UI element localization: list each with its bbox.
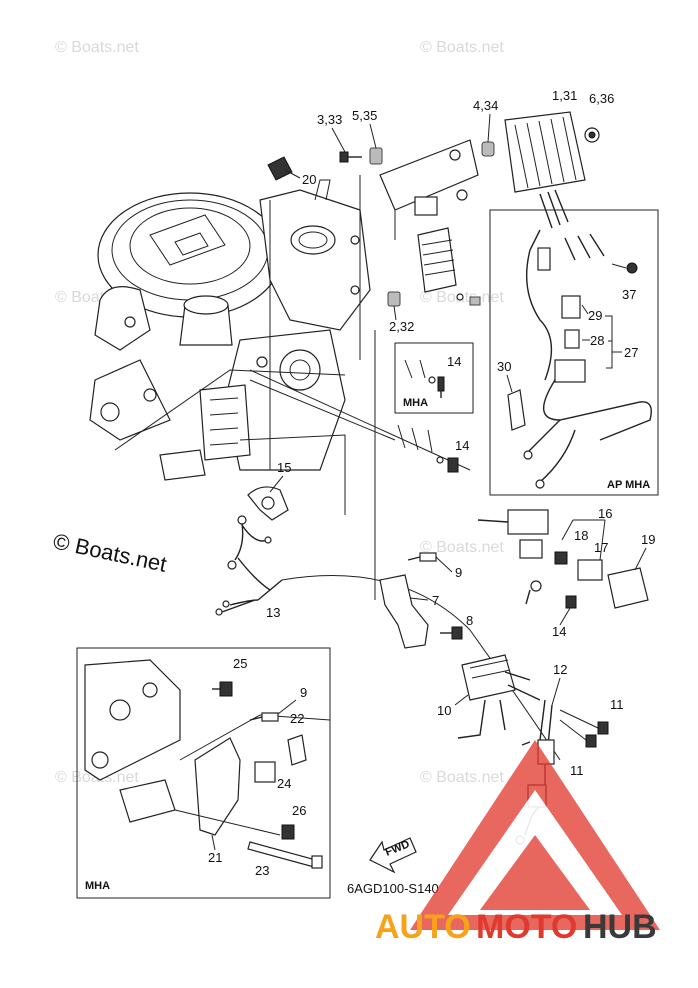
callout-11-a[interactable]: 11 xyxy=(610,697,624,712)
part-8-bolt xyxy=(440,626,463,640)
callout-12[interactable]: 12 xyxy=(553,662,567,677)
callout-28[interactable]: 28 xyxy=(590,333,604,348)
watermark-top-right: © Boats.net xyxy=(420,39,504,56)
rectifier-bracket xyxy=(379,139,481,306)
callout-2-32[interactable]: 2,32 xyxy=(389,319,414,334)
callout-30[interactable]: 30 xyxy=(497,359,511,374)
watermark-large: © Boats.net xyxy=(51,528,169,576)
callout-22[interactable]: 22 xyxy=(290,711,304,726)
part-26-bolt xyxy=(281,824,295,840)
watermark-top-left: © Boats.net xyxy=(55,39,139,56)
callout-8[interactable]: 8 xyxy=(466,613,473,628)
automotohub-logo xyxy=(410,740,660,930)
drawing-code: 6AGD100-S140 xyxy=(347,881,439,896)
callout-7[interactable]: 7 xyxy=(432,593,439,608)
callout-26[interactable]: 26 xyxy=(292,803,306,818)
part-9-connector xyxy=(407,552,437,562)
part-13-wire-harness xyxy=(215,515,561,761)
part-25-bolt xyxy=(212,681,233,697)
callout-18[interactable]: 18 xyxy=(574,528,588,543)
callout-13[interactable]: 13 xyxy=(266,605,280,620)
fwd-arrow-icon xyxy=(369,837,417,874)
mha-small-box xyxy=(394,342,474,414)
callout-27[interactable]: 27 xyxy=(624,345,638,360)
callout-11-b[interactable]: 11 xyxy=(570,763,584,778)
watermark-bottom-right: © Boats.net xyxy=(420,769,504,786)
callout-14-b[interactable]: 14 xyxy=(455,438,469,453)
callout-14-a[interactable]: 14 xyxy=(447,354,461,369)
part-3-bolt xyxy=(339,151,362,163)
callout-37[interactable]: 37 xyxy=(622,287,636,302)
callout-9-a[interactable]: 9 xyxy=(455,565,462,580)
mha-large-box xyxy=(76,647,331,899)
part-19-relay xyxy=(607,567,649,609)
part-22-clamp xyxy=(287,734,307,766)
part-11-bolts xyxy=(559,709,609,748)
part-23-cable-tie xyxy=(247,841,323,869)
callout-9-b[interactable]: 9 xyxy=(300,685,307,700)
mha-large-label: MHA xyxy=(85,880,110,892)
part-5-collar xyxy=(369,147,383,165)
callout-24[interactable]: 24 xyxy=(277,776,291,791)
callout-1-31[interactable]: 1,31 xyxy=(552,88,577,103)
part-2-collar xyxy=(387,291,401,307)
brand-moto: MOTO xyxy=(476,908,577,946)
callout-23[interactable]: 23 xyxy=(255,863,269,878)
mha-small-label: MHA xyxy=(403,397,428,409)
part-4-grommet xyxy=(481,141,495,157)
callout-25[interactable]: 25 xyxy=(233,656,247,671)
callout-10[interactable]: 10 xyxy=(437,703,451,718)
callout-15[interactable]: 15 xyxy=(277,460,291,475)
automotohub-wordmark: AUTO MOTO HUB xyxy=(375,908,657,946)
part-9-connector-b xyxy=(249,712,279,722)
callout-14-c[interactable]: 14 xyxy=(552,624,566,639)
ap-mha-box xyxy=(489,209,659,496)
callout-21[interactable]: 21 xyxy=(208,850,222,865)
brand-hub: HUB xyxy=(583,908,657,946)
callout-5-35[interactable]: 5,35 xyxy=(352,108,377,123)
part-14-bolt xyxy=(525,580,577,609)
part-1-rectifier-regulator xyxy=(504,111,586,229)
callout-19[interactable]: 19 xyxy=(641,532,655,547)
callout-16[interactable]: 16 xyxy=(598,506,612,521)
callout-17[interactable]: 17 xyxy=(594,540,608,555)
engine-block xyxy=(89,179,371,481)
callout-6-36[interactable]: 6,36 xyxy=(589,91,614,106)
part-24-nut xyxy=(254,761,276,783)
part-16-relay-group xyxy=(477,509,606,581)
callout-3-33[interactable]: 3,33 xyxy=(317,112,342,127)
callout-29[interactable]: 29 xyxy=(588,308,602,323)
part-7-bracket xyxy=(379,574,429,649)
watermark-lower-right: © Boats.net xyxy=(420,539,504,556)
part-20-cap xyxy=(267,156,301,181)
part-10-cdi-unit xyxy=(457,654,541,739)
part-15-clamp xyxy=(247,486,289,521)
part-6-grommet xyxy=(584,127,600,143)
callout-4-34[interactable]: 4,34 xyxy=(473,98,498,113)
brand-auto: AUTO xyxy=(375,908,471,946)
ap-mha-label: AP MHA xyxy=(607,479,650,491)
connector-cluster xyxy=(397,424,459,473)
callout-20[interactable]: 20 xyxy=(302,172,316,187)
